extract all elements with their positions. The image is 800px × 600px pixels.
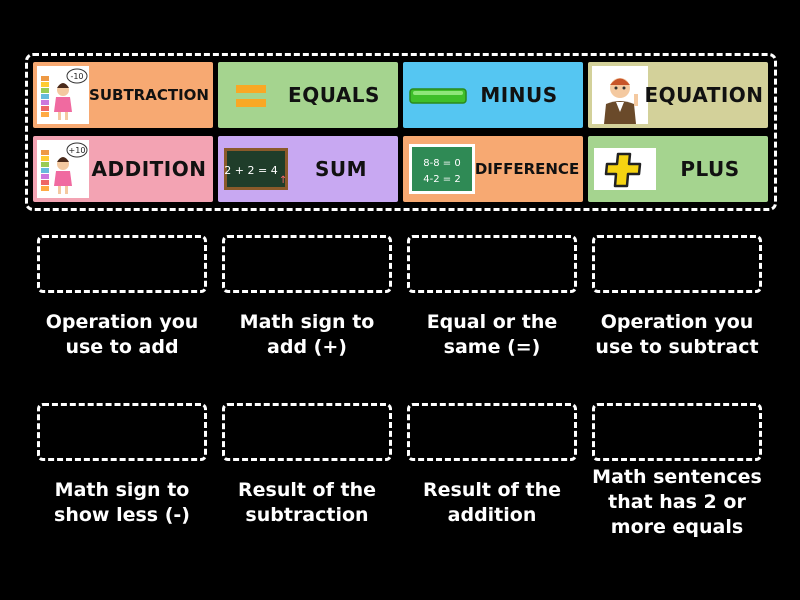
drop-slot-6[interactable] <box>222 403 392 461</box>
chalkboard-difference-icon: 8-8 = 0 4-2 = 2 <box>407 140 477 198</box>
teacher-icon <box>592 66 648 124</box>
addition-girl-icon: +10 <box>37 140 89 198</box>
subtraction-girl-icon: -10 <box>37 66 89 124</box>
drop-slot-1[interactable] <box>37 235 207 293</box>
difference-line2: 4-2 = 2 <box>423 174 460 185</box>
sum-board-text: 2 + 2 = 4 <box>224 164 277 177</box>
tile-label: ADDITION <box>91 157 207 181</box>
tile-label: SUBTRACTION <box>89 86 209 104</box>
chalkboard-sum-icon: 2 + 2 = 4 ↑ <box>222 140 290 198</box>
drop-slot-4[interactable] <box>592 235 762 293</box>
tile-label: DIFFERENCE <box>474 160 580 178</box>
clue-text: Math sentences that has 2 or more equals <box>592 466 762 538</box>
drop-slot-2[interactable] <box>222 235 392 293</box>
minus-bar-icon <box>407 66 469 124</box>
clue-text: Math sign to add (+) <box>239 311 375 358</box>
plus-sign-icon <box>592 140 658 198</box>
tile-label: MINUS <box>480 83 558 107</box>
tile-equals[interactable]: EQUALS <box>218 62 398 128</box>
clue-text: Equal or the same (=) <box>426 311 558 358</box>
tile-sum[interactable]: 2 + 2 = 4 ↑ SUM <box>218 136 398 202</box>
clue-text: Result of the addition <box>423 479 561 526</box>
answer-bank <box>25 53 777 211</box>
tile-plus[interactable]: PLUS <box>588 136 768 202</box>
difference-line1: 8-8 = 0 <box>423 158 460 169</box>
clue-text: Math sign to show less (-) <box>54 479 190 526</box>
addition-badge-text: +10 <box>69 146 86 155</box>
tile-label: PLUS <box>680 157 740 181</box>
clue-text: Operation you use to add <box>45 311 199 358</box>
equals-sign-icon <box>222 66 274 124</box>
tile-addition[interactable]: +10 ADDITION <box>33 136 213 202</box>
tile-minus[interactable]: MINUS <box>403 62 583 128</box>
svg-text:↑: ↑ <box>279 175 287 186</box>
drop-slot-5[interactable] <box>37 403 207 461</box>
tile-label: EQUATION <box>644 83 764 107</box>
subtraction-badge-text: -10 <box>70 72 83 81</box>
drop-slot-8[interactable] <box>592 403 762 461</box>
clue-text: Operation you use to subtract <box>595 311 759 358</box>
tile-label: SUM <box>314 157 368 181</box>
clue-text: Result of the subtraction <box>238 479 376 526</box>
tile-difference[interactable]: 8-8 = 0 4-2 = 2 DIFFERENCE <box>403 136 583 202</box>
drop-slot-3[interactable] <box>407 235 577 293</box>
tile-equation[interactable]: EQUATION <box>588 62 768 128</box>
tile-subtraction[interactable]: -10 SUBTRACTION <box>33 62 213 128</box>
tile-label: EQUALS <box>288 83 380 107</box>
drop-slot-7[interactable] <box>407 403 577 461</box>
